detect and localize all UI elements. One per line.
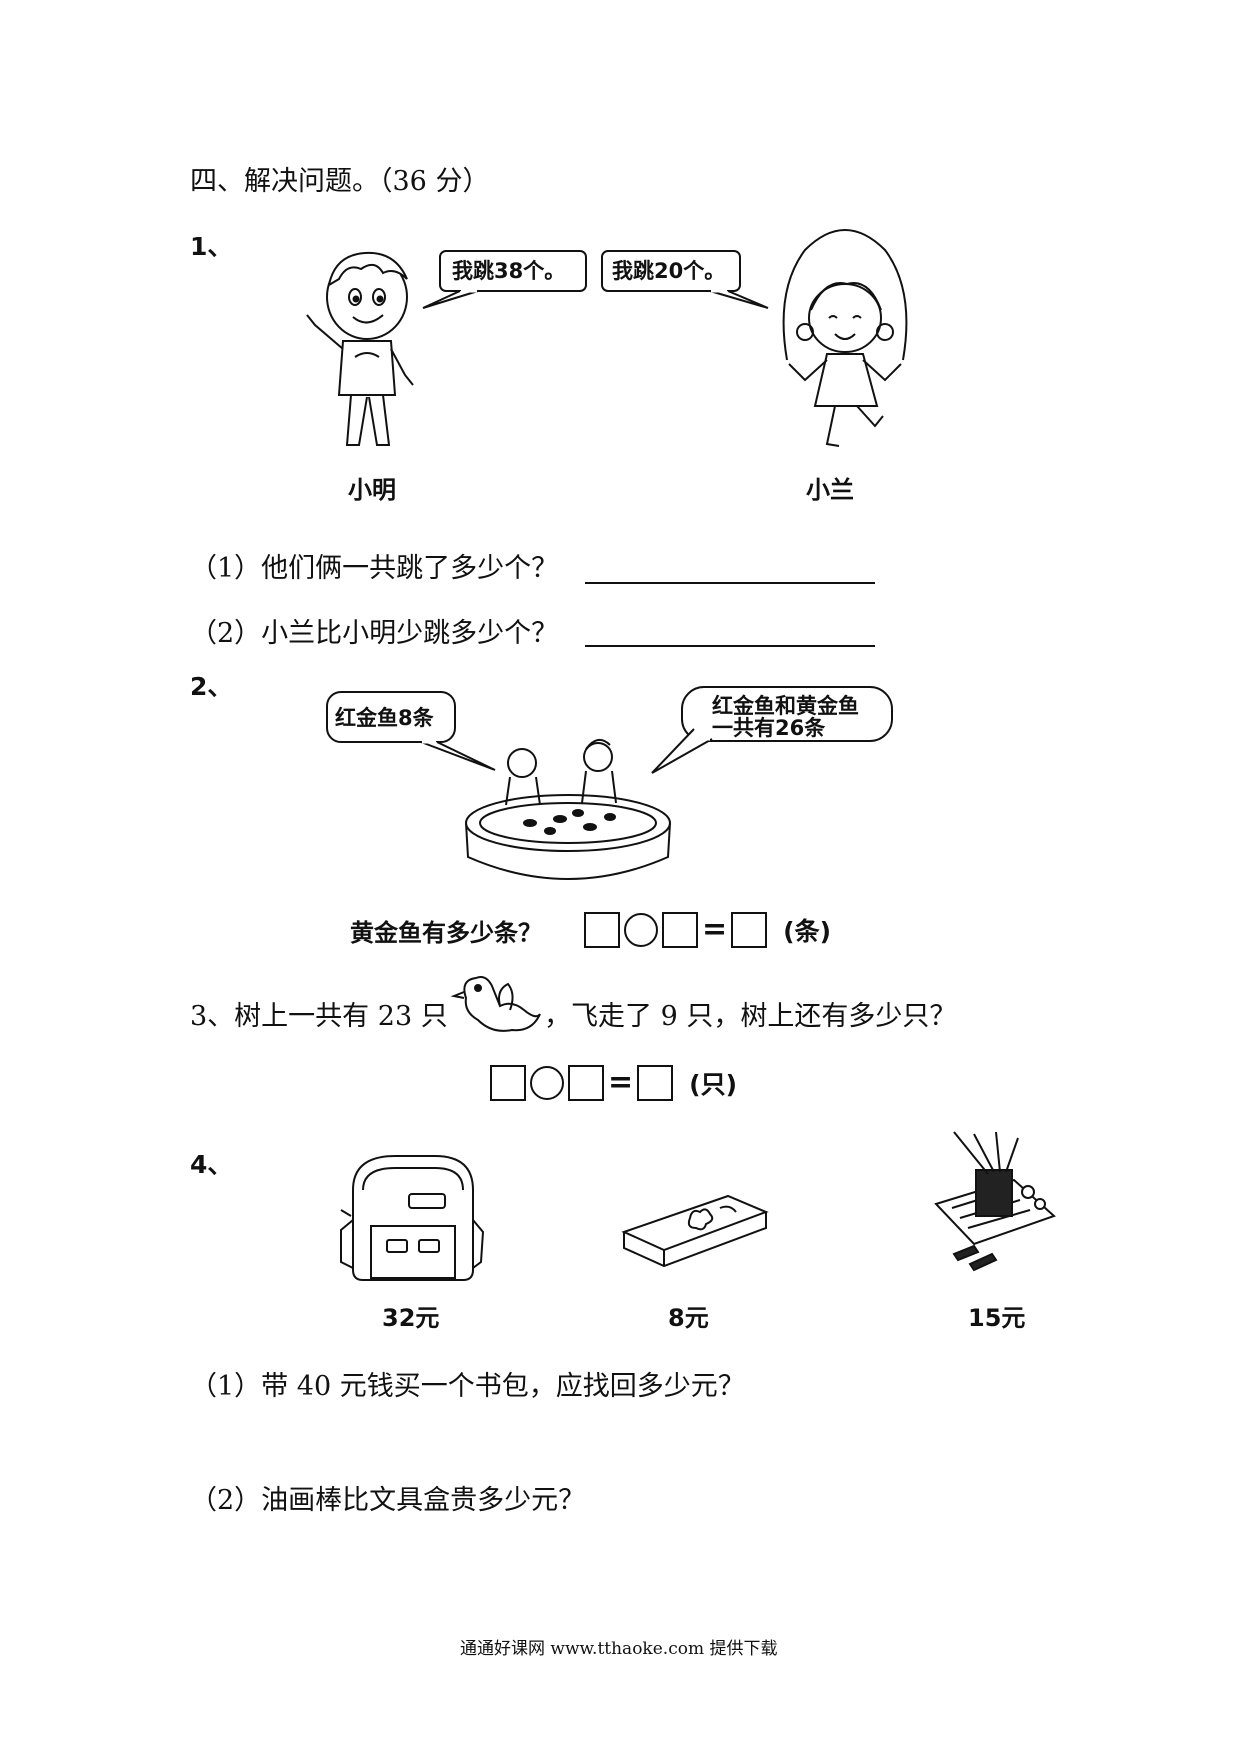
q2-box-2[interactable]: [662, 912, 698, 948]
q4-number: 4、: [190, 1150, 233, 1179]
q2-box-1[interactable]: [584, 912, 620, 948]
q4-subquestion-2: （2）油画棒比文具盒贵多少元？: [190, 1485, 586, 1516]
q2-speech-bubble-right: [651, 686, 893, 774]
q2-equals-sign: =: [702, 912, 728, 947]
backpack-illustration: [340, 1155, 485, 1281]
q3-box-result[interactable]: [637, 1065, 674, 1101]
q3-operator-circle[interactable]: [530, 1066, 564, 1100]
q2-bubble-right-line2: 一共有26条: [712, 716, 826, 740]
q1-answer-line-2[interactable]: [585, 645, 875, 647]
section-title: 四、解决问题。（36 分）: [190, 166, 490, 197]
q3-box-1[interactable]: [490, 1065, 526, 1101]
q4-subquestion-1: （1）带 40 元钱买一个书包，应找回多少元？: [190, 1371, 745, 1402]
boy-illustration: [306, 251, 414, 446]
girl-with-jump-rope-illustration: [782, 229, 908, 447]
q3-text-before: 3、树上一共有 23 只: [190, 1001, 448, 1032]
q3-equation-row: = (只): [490, 1065, 737, 1101]
fish-tank-illustration: [465, 738, 671, 880]
q1-speech-bubble-left: [422, 250, 587, 309]
q2-number: 2、: [190, 672, 233, 701]
price-pencil-box: 8元: [668, 1304, 709, 1332]
q1-number: 1、: [190, 232, 233, 261]
oil-pastels-illustration: [934, 1131, 1056, 1272]
price-oil-pastels: 15元: [968, 1304, 1026, 1332]
q2-equation-row: 黄金鱼有多少条？ = (条): [350, 912, 831, 948]
q3-box-2[interactable]: [568, 1065, 604, 1101]
q1-bubble-right-text: 我跳20个。: [612, 259, 726, 283]
q2-bubble-left-text: 红金鱼8条: [335, 706, 434, 730]
boy-name: 小明: [348, 476, 396, 504]
q2-speech-bubble-left: [326, 691, 496, 771]
q1-bubble-left-text: 我跳38个。: [452, 259, 566, 283]
bird-icon: [450, 976, 541, 1032]
q1-subquestion-2: （2）小兰比小明少跳多少个？: [190, 618, 559, 649]
q2-operator-circle[interactable]: [624, 913, 658, 947]
q2-box-result[interactable]: [731, 912, 768, 948]
price-backpack: 32元: [382, 1304, 440, 1332]
q2-unit: (条): [783, 917, 831, 946]
q1-answer-line-1[interactable]: [585, 582, 875, 584]
q1-subquestion-1: （1）他们俩一共跳了多少个？: [190, 553, 559, 584]
girl-name: 小兰: [806, 476, 854, 504]
page-footer: 通通好课网 www.tthaoke.com 提供下载: [460, 1639, 778, 1659]
q3-equals-sign: =: [608, 1065, 634, 1100]
q3-unit: (只): [689, 1070, 737, 1099]
q2-question: 黄金鱼有多少条？: [350, 918, 542, 947]
q1-speech-bubble-right: [601, 250, 769, 309]
pencil-box-illustration: [621, 1194, 769, 1268]
q2-bubble-right-line1: 红金鱼和黄金鱼: [712, 694, 859, 718]
q3-text-after: ，飞走了 9 只，树上还有多少只？: [544, 1001, 957, 1032]
